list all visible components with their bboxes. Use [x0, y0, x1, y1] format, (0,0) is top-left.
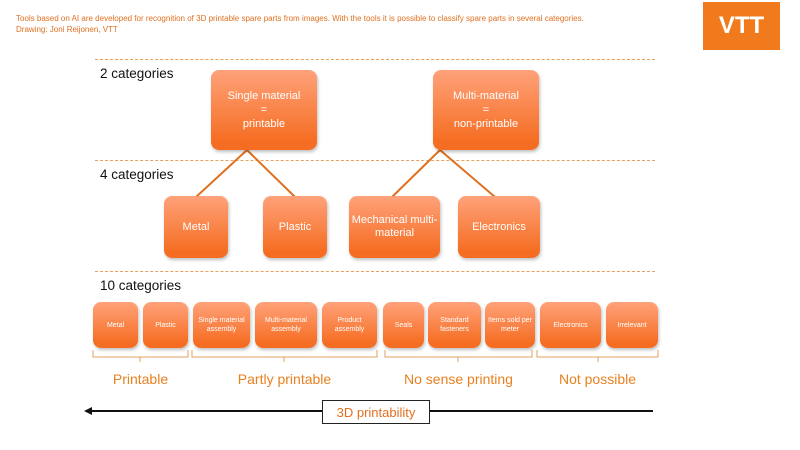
- bracket-printable: [92, 350, 189, 362]
- box-plastic: Plastic: [263, 196, 327, 258]
- box-text: =: [482, 104, 490, 116]
- box-metal: Metal: [164, 196, 228, 258]
- box-10-seals: Seals: [383, 302, 424, 348]
- box-10-electronics: Electronics: [540, 302, 601, 348]
- level-label-10: 10 categories: [100, 278, 182, 293]
- box-10-product-assembly: Product assembly: [322, 302, 377, 348]
- box-mechanical-multi-material: Mechanical multi-material: [349, 196, 440, 258]
- vtt-logo: VTT: [703, 2, 780, 50]
- group-printable: Printable: [112, 371, 169, 387]
- group-not-possible: Not possible: [558, 371, 637, 387]
- connector-line: [391, 149, 441, 198]
- box-text: non-printable: [453, 118, 519, 130]
- box-10-irrelevant: Irrelevant: [606, 302, 658, 348]
- connector-line: [246, 149, 296, 198]
- box-electronics: Electronics: [458, 196, 540, 258]
- group-partly-printable: Partly printable: [237, 371, 332, 387]
- box-multi-material: Multi-material = non-printable: [433, 70, 539, 150]
- box-10-multi-material-assembly: Multi-material assembly: [255, 302, 317, 348]
- box-text: Multi-material: [452, 90, 519, 102]
- box-10-plastic: Plastic: [143, 302, 188, 348]
- axis-label: 3D printability: [322, 400, 430, 424]
- group-no-sense-printing: No sense printing: [404, 371, 513, 387]
- bracket-no-sense: [384, 350, 533, 362]
- connector-line: [439, 149, 496, 198]
- box-10-single-material-assembly: Single material assembly: [193, 302, 250, 348]
- box-text: Single material: [227, 90, 301, 102]
- divider: [95, 160, 655, 161]
- level-label-2: 2 categories: [100, 66, 174, 81]
- caption-line-1: Tools based on AI are developed for reco…: [16, 14, 584, 23]
- connector-line: [195, 149, 248, 198]
- box-text: =: [260, 104, 268, 116]
- bracket-not-possible: [536, 350, 659, 362]
- box-text: printable: [242, 118, 286, 130]
- caption-line-2: Drawing: Joni Reijonen, VTT: [16, 25, 118, 34]
- box-10-items-sold-per-meter: Items sold per meter: [485, 302, 535, 348]
- level-label-4: 4 categories: [100, 167, 174, 182]
- divider: [95, 59, 655, 60]
- box-single-material: Single material = printable: [211, 70, 317, 150]
- arrow-left-icon: [84, 407, 92, 415]
- box-10-standard-fasteners: Standard fasteners: [428, 302, 481, 348]
- caption: Tools based on AI are developed for reco…: [16, 13, 676, 35]
- box-10-metal: Metal: [93, 302, 138, 348]
- bracket-partly-printable: [191, 350, 378, 362]
- divider: [95, 271, 655, 272]
